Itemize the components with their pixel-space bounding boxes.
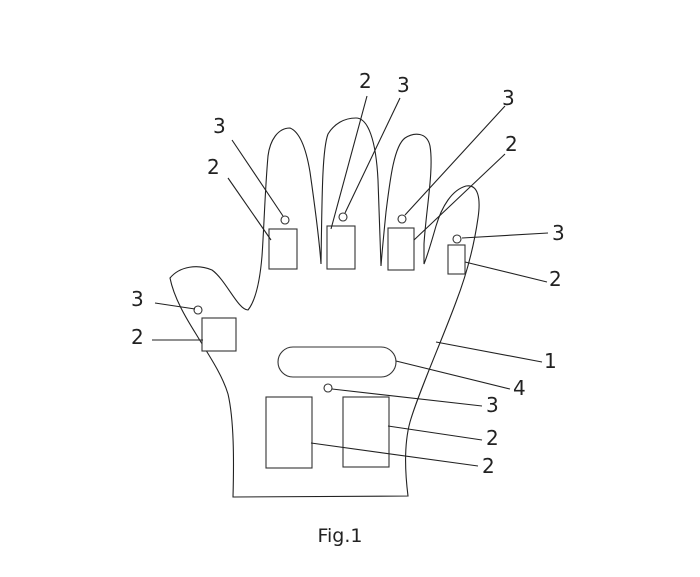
- sensor-dot-middle: [339, 213, 347, 221]
- module-rect-palm-right: [343, 397, 389, 467]
- module-rect-index: [269, 229, 297, 269]
- sensor-dot-palm: [324, 384, 332, 392]
- label-sensor: 3: [552, 221, 565, 245]
- label-glove: 1: [544, 349, 557, 373]
- strip-rect: [278, 347, 396, 377]
- label-sensor: 3: [486, 393, 499, 417]
- leader-line: [331, 96, 367, 229]
- sensor-dot-thumb: [194, 306, 202, 314]
- leader-line: [388, 426, 482, 440]
- figure-caption: Fig.1: [317, 525, 362, 547]
- label-sensor: 3: [131, 287, 144, 311]
- leader-line: [414, 154, 505, 240]
- leader-line: [465, 262, 547, 282]
- label-module: 2: [505, 132, 518, 156]
- module-rect-ring: [388, 228, 414, 270]
- sensor-dot-little: [453, 235, 461, 243]
- leader-line: [232, 140, 283, 216]
- label-strip: 4: [513, 376, 526, 400]
- leader-line: [345, 98, 400, 213]
- leader-line: [311, 443, 478, 466]
- label-module: 2: [486, 426, 499, 450]
- module-rect-thumb: [202, 318, 236, 351]
- module-rect-little: [448, 245, 465, 274]
- label-sensor: 3: [397, 73, 410, 97]
- label-module: 2: [482, 454, 495, 478]
- label-sensor: 3: [213, 114, 226, 138]
- leader-line: [436, 342, 542, 362]
- module-rect-palm-left: [266, 397, 312, 468]
- module-rect-middle: [327, 226, 355, 269]
- label-module: 2: [359, 69, 372, 93]
- sensor-dot-index: [281, 216, 289, 224]
- label-sensor: 3: [502, 86, 515, 110]
- leader-line: [155, 303, 195, 309]
- label-module: 2: [549, 267, 562, 291]
- leader-line: [396, 361, 510, 389]
- label-module: 2: [131, 325, 144, 349]
- leader-line: [405, 106, 505, 215]
- label-module: 2: [207, 155, 220, 179]
- sensor-dot-ring: [398, 215, 406, 223]
